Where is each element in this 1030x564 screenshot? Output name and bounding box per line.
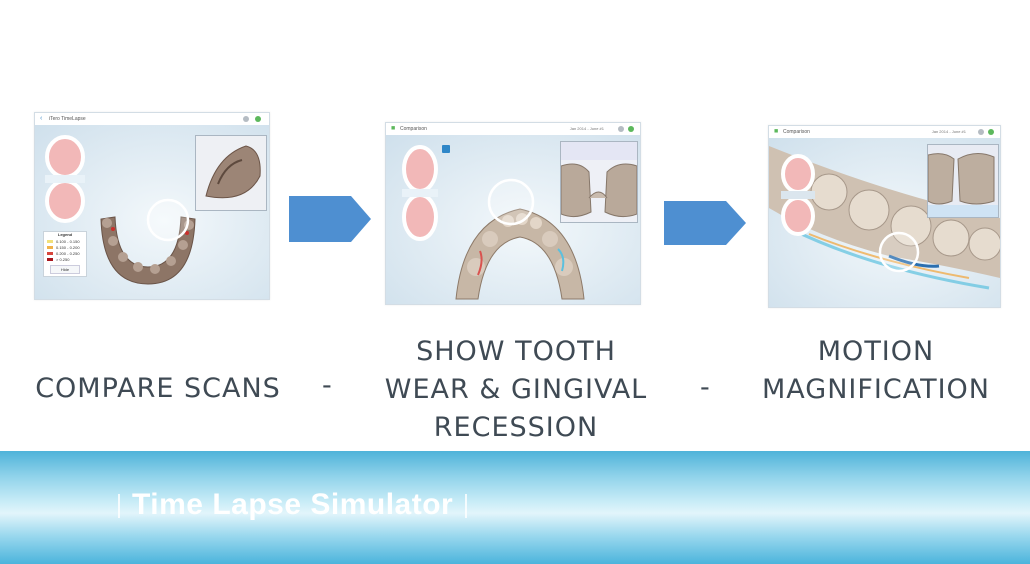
legend-hide-button[interactable]: Hide: [50, 265, 80, 274]
scan-canvas[interactable]: [386, 135, 640, 304]
arrow-right-icon: [664, 201, 746, 245]
legend-row: 0.150 - 0.200: [44, 244, 86, 250]
caption-separator: -: [700, 372, 710, 403]
app-logo-icon: ■: [774, 128, 779, 135]
scan-canvas[interactable]: [769, 138, 1000, 307]
settings-icon[interactable]: [618, 126, 624, 132]
banner-bar-right: [465, 494, 467, 518]
expand-button[interactable]: [442, 145, 450, 153]
window-title: Comparison: [783, 129, 810, 135]
arrow-right-icon: [289, 196, 371, 242]
back-icon[interactable]: ‹: [40, 115, 43, 122]
legend-row: 0.100 - 0.150: [44, 238, 86, 244]
zoom-inset: [560, 141, 638, 223]
legend-row: 0.200 - 0.250: [44, 250, 86, 256]
window-title: iTero TimeLapse: [49, 116, 86, 122]
window-title: Comparison: [400, 126, 427, 132]
caption-line: RECESSION: [433, 412, 599, 443]
help-icon[interactable]: [988, 129, 994, 135]
legend-title: Legend: [57, 232, 73, 237]
comparison-menu[interactable]: Jan 2014 - June #1: [931, 129, 966, 134]
caption-motion-magnification: MOTION MAGNIFICATION: [738, 333, 1014, 409]
jaw-selector-diagram[interactable]: [398, 145, 442, 241]
magnifier-icon[interactable]: [877, 230, 921, 274]
caption-line: MAGNIFICATION: [762, 374, 990, 405]
caption-line: MOTION: [817, 336, 935, 367]
caption-compare-scans: COMPARE SCANS: [35, 373, 281, 404]
banner-bar-left: [118, 494, 120, 518]
magnifier-icon[interactable]: [145, 197, 191, 243]
settings-icon[interactable]: [243, 116, 249, 122]
screenshot-compare-scans: ‹ iTero TimeLapse Legend 0.100 - 0.150 0…: [34, 112, 270, 300]
caption-tooth-wear: SHOW TOOTH WEAR & GINGIVAL RECESSION: [360, 333, 672, 447]
banner-title: Time Lapse Simulator: [132, 488, 454, 521]
legend-row: > 0.250: [44, 256, 86, 262]
dental-arch-model[interactable]: [93, 189, 203, 289]
jaw-selector-diagram[interactable]: [777, 154, 819, 236]
settings-icon[interactable]: [978, 129, 984, 135]
scan-canvas[interactable]: Legend 0.100 - 0.150 0.150 - 0.200 0.200…: [35, 125, 269, 299]
zoom-inset: [195, 135, 267, 211]
screenshot-tooth-wear: ■ Comparison Jan 2014 - June #1: [385, 122, 641, 305]
caption-separator: -: [322, 370, 332, 401]
dental-arch-model[interactable]: [769, 138, 1000, 307]
caption-line: SHOW TOOTH: [416, 336, 616, 367]
zoom-inset: [927, 144, 999, 218]
legend-panel: Legend 0.100 - 0.150 0.150 - 0.200 0.200…: [43, 231, 87, 277]
footer-banner: [0, 451, 1030, 564]
caption-line: WEAR & GINGIVAL: [384, 374, 648, 405]
help-icon[interactable]: [255, 116, 261, 122]
comparison-menu[interactable]: Jan 2014 - June #1: [569, 126, 604, 131]
jaw-selector-diagram[interactable]: [41, 135, 89, 223]
screenshot-motion-magnification: ■ Comparison Jan 2014 - June #1: [768, 125, 1001, 308]
magnifier-icon[interactable]: [486, 177, 536, 227]
help-icon[interactable]: [628, 126, 634, 132]
app-logo-icon: ■: [391, 125, 396, 132]
